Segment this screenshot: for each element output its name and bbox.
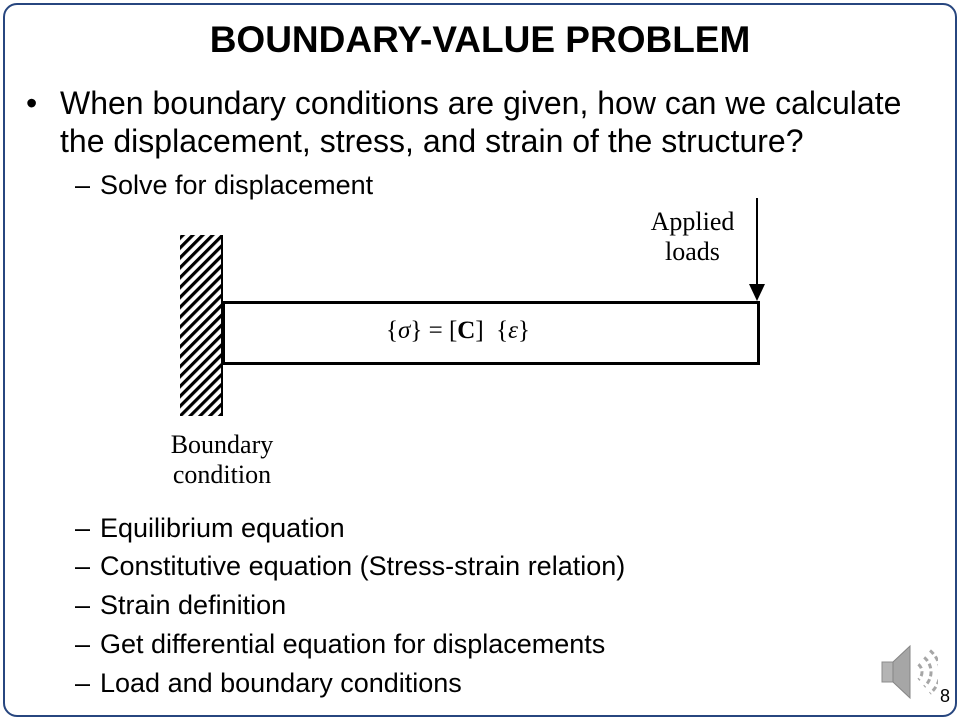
formula-part: ] { xyxy=(475,317,509,344)
applied-loads-label: Applied loads xyxy=(620,207,765,267)
constitutive-formula: {σ} = [C] {ε} xyxy=(386,316,530,346)
main-bullet-line: When boundary conditions are given, how … xyxy=(60,85,902,121)
beam xyxy=(222,301,760,365)
slide-title: BOUNDARY-VALUE PROBLEM xyxy=(209,19,751,60)
sub-bullet-item: – Constitutive equation (Stress-strain r… xyxy=(0,547,960,586)
formula-sigma: σ xyxy=(398,317,411,344)
boundary-condition-label-line: condition xyxy=(172,460,272,489)
sub-bullet-marker: – xyxy=(75,169,91,200)
formula-part: { xyxy=(386,317,398,344)
applied-loads-label-line: Applied xyxy=(650,207,735,236)
sub-bullet-list-top: – Solve for displacement xyxy=(0,166,960,205)
sub-bullet-item: – Solve for displacement xyxy=(0,166,960,205)
sub-bullet-text: Equilibrium equation xyxy=(100,512,345,543)
speaker-icon[interactable] xyxy=(876,641,938,703)
formula-part: } xyxy=(518,317,531,344)
load-arrow-head xyxy=(749,284,765,301)
sub-bullet-text: Load and boundary conditions xyxy=(100,667,462,698)
applied-loads-label-line: loads xyxy=(665,237,720,266)
formula-part: } = [ xyxy=(410,317,458,344)
boundary-condition-label: Boundary condition xyxy=(142,430,302,490)
sub-bullet-marker: – xyxy=(75,628,91,659)
sub-bullet-list-bottom: – Equilibrium equation – Constitutive eq… xyxy=(0,509,960,703)
sub-bullet-item: – Get differential equation for displace… xyxy=(0,625,960,664)
sub-bullet-marker: – xyxy=(75,551,91,582)
sub-bullet-text: Solve for displacement xyxy=(100,169,374,200)
slide-frame xyxy=(3,3,957,717)
page-number: 8 xyxy=(940,686,951,706)
formula-matrix-c: C xyxy=(457,317,476,344)
main-bullet-text: When boundary conditions are given, how … xyxy=(60,84,901,160)
sub-bullet-text: Get differential equation for displaceme… xyxy=(100,628,606,659)
main-bullet-line: the displacement, stress, and strain of … xyxy=(60,123,804,159)
sub-bullet-item: – Strain definition xyxy=(0,586,960,625)
sub-bullet-marker: – xyxy=(75,512,91,543)
sub-bullet-item: – Load and boundary conditions xyxy=(0,664,960,703)
sub-bullet-text: Strain definition xyxy=(100,590,287,621)
sub-bullet-marker: – xyxy=(75,590,91,621)
fixed-wall-hatch xyxy=(180,235,222,416)
sub-bullet-item: – Equilibrium equation xyxy=(0,509,960,548)
sub-bullet-marker: – xyxy=(75,667,91,698)
bullet-marker: • xyxy=(26,85,38,121)
boundary-condition-label-line: Boundary xyxy=(170,430,274,459)
sub-bullet-text: Constitutive equation (Stress-strain rel… xyxy=(100,551,626,582)
formula-epsilon: ε xyxy=(508,317,519,344)
